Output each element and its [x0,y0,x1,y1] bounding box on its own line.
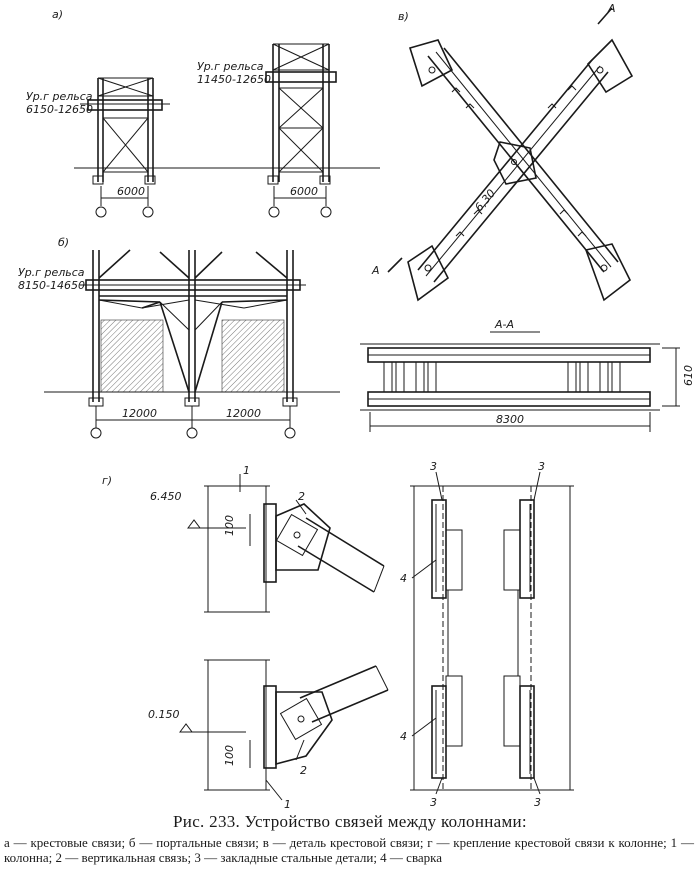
section-mark-bottom-letter: A [371,264,380,277]
gusset-top-left [408,39,454,88]
panel-a-right-frame: 6000 [265,43,337,218]
section-a-a-title: A-A [494,318,514,331]
callout-1-bottom: 1 [284,798,291,811]
callout-3-top-right: 3 [538,460,545,473]
panel-a-span-right: 6000 [290,185,318,198]
callout-3-bottom-right: 3 [534,796,541,809]
panel-v: в) 6,30 A A A-A [360,2,695,432]
panel-a-rail-right-line2: 11450-12650 [197,73,271,86]
panel-a-left-frame: 6000 [80,77,170,218]
callout-1-top: 1 [243,464,250,477]
section-mark-bottom-line [387,257,403,273]
callout-3-bottom-left: 3 [430,796,437,809]
callout-4-bottom: 4 [400,730,407,743]
panel-b-rail-line1: Ур.г рельса [18,266,85,279]
panel-a-rail-right-line1: Ур.г рельса [197,60,264,73]
panel-a: a) 6000 Ур.г рельса 6150 [26,8,380,218]
section-width-dim: 8300 [496,413,524,426]
callout-4-top: 4 [400,572,407,585]
section-mark-top-line [597,7,613,25]
gusset-bottom-right [584,243,632,302]
section-height-dim: 610 [682,365,695,386]
panel-v-letter: в) [398,10,409,23]
panel-g-letter: г) [102,474,112,487]
callout-3-top-left: 3 [430,460,437,473]
panel-b-letter: б) [58,236,69,249]
section-a-a-drawing [360,343,680,432]
weld-detail-right [410,471,574,795]
gusset-bottom-left [407,244,450,302]
detail-top-left [187,474,385,613]
panel-a-letter: a) [52,8,63,21]
panel-a-rail-left-line2: 6150-12650 [26,103,93,116]
callout-2-bottom: 2 [300,764,307,777]
panel-b-span-left: 12000 [122,407,157,420]
cross-member-1 [427,47,619,273]
panel-a-span-left: 6000 [117,185,145,198]
caption-title: Рис. 233. Устройство связей между колонн… [173,812,527,831]
callout-2-top: 2 [298,490,305,503]
panel-b-span-right: 12000 [226,407,261,420]
panel-a-rail-left-line1: Ур.г рельса [26,90,93,103]
panel-b: б) Ур.г рельса 8150-14650 [18,236,340,439]
bolt-marks [424,66,608,272]
dim-bottom: 100 [223,745,236,766]
panel-b-rail-line2: 8150-14650 [18,279,85,292]
panel-b-infill-right [221,319,285,393]
level-bottom: 0.150 [148,708,180,721]
gusset-top-right [586,38,634,94]
dim-top: 100 [223,515,236,536]
cross-member-2 [417,59,609,283]
figure-caption: Рис. 233. Устройство связей между колонн… [0,812,700,865]
caption-legend: а — крестовые связи; б — портальные связ… [4,835,694,865]
technical-drawing: a) 6000 Ур.г рельса 6150 [18,2,695,811]
section-mark-top-letter: A [607,2,616,15]
detail-bottom-left [179,659,389,801]
level-top: 6.450 [150,490,182,503]
panel-b-infill-left [100,319,164,393]
center-plate [493,141,537,185]
panel-g: г) 6.450 100 1 2 [102,460,574,811]
